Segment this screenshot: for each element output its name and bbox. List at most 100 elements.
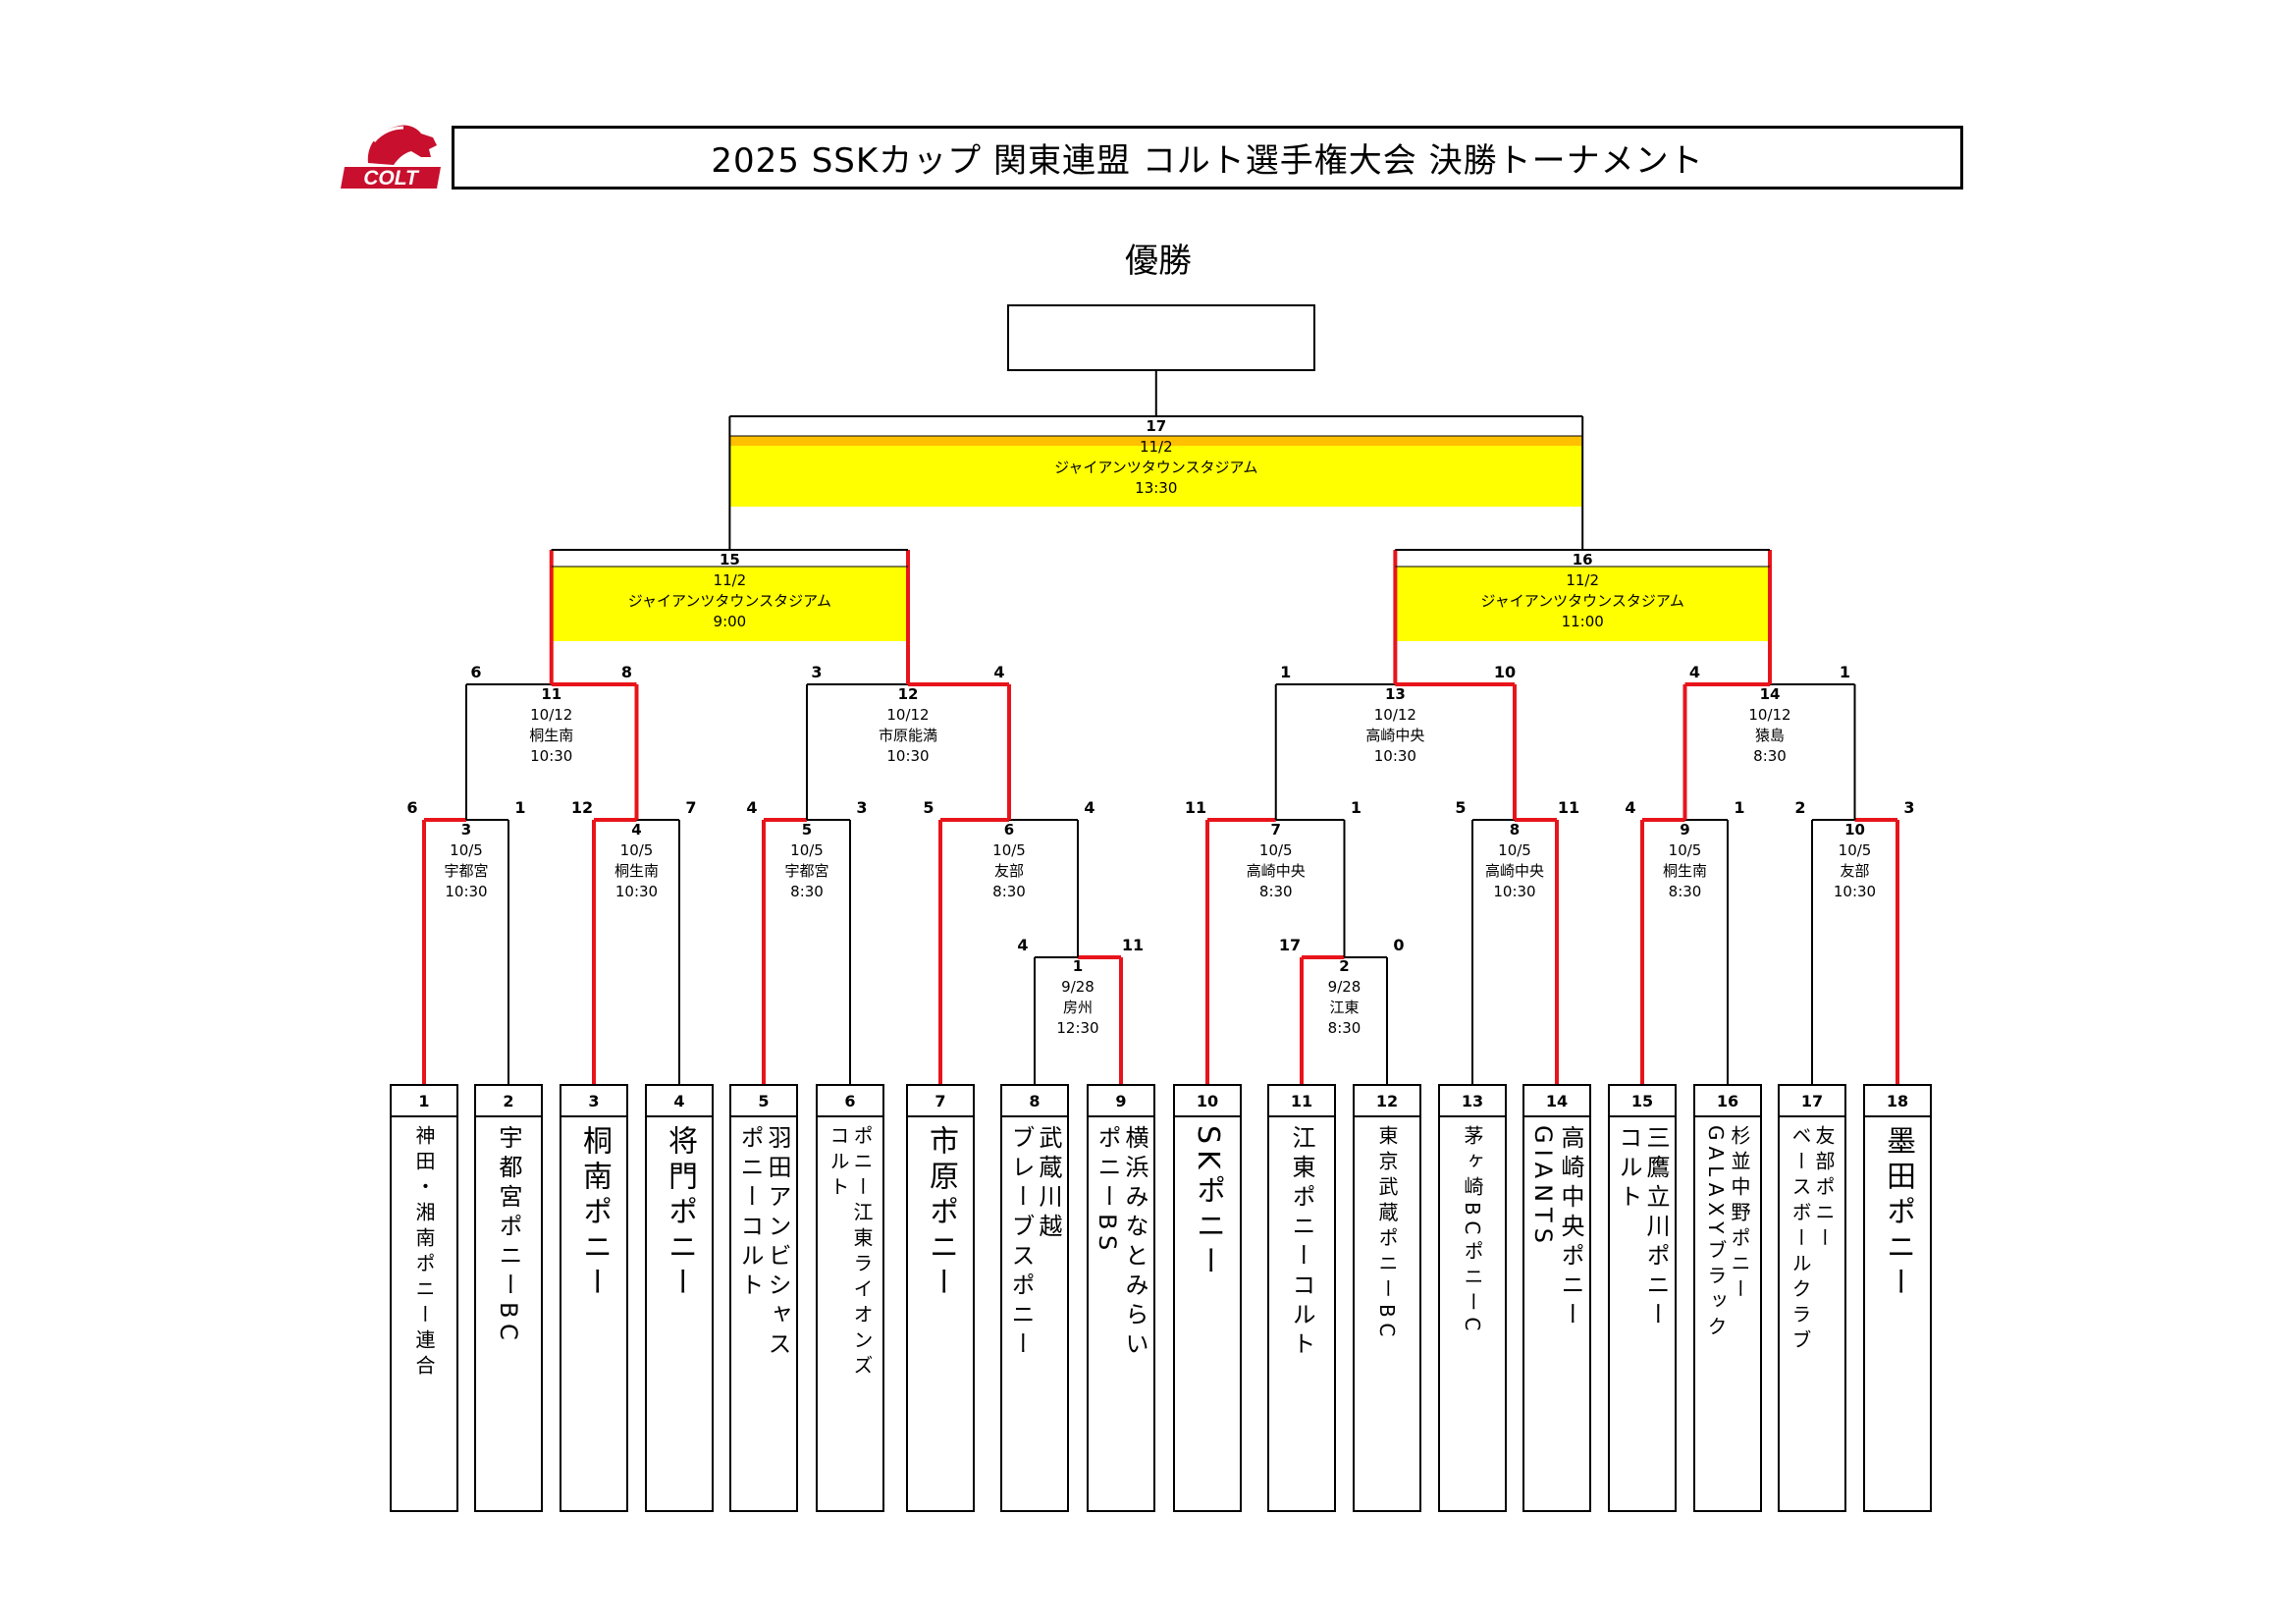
team-name-line: 東京武蔵ポニーBC xyxy=(1375,1125,1399,1343)
game-number: 8 xyxy=(1509,821,1521,839)
team-name: 墨田ポニー xyxy=(1865,1117,1930,1302)
venue-top-band xyxy=(729,436,1583,446)
venue-band xyxy=(729,446,1583,507)
game-time: 8:30 xyxy=(1327,1019,1362,1037)
team-number: 11 xyxy=(1269,1086,1334,1117)
game-time: 12:30 xyxy=(1056,1019,1099,1037)
team-name-line: 友部ポニー xyxy=(1812,1125,1836,1253)
team-number: 3 xyxy=(561,1086,626,1117)
score-left: 5 xyxy=(923,798,934,817)
team-name-line: コルト xyxy=(827,1125,850,1202)
game-time: 8:30 xyxy=(1668,883,1702,900)
team-name-line: 江東ポニーコルト xyxy=(1288,1125,1315,1361)
team-name-line: 茅ヶ崎BCポニーC xyxy=(1461,1125,1484,1337)
game-date: 9/28 xyxy=(1061,978,1095,996)
game-date: 11/2 xyxy=(713,571,747,589)
game-number: 11 xyxy=(541,685,562,703)
score-left: 6 xyxy=(470,663,482,681)
game-date: 9/28 xyxy=(1327,978,1362,996)
score-left: 3 xyxy=(811,663,823,681)
horse-head-icon xyxy=(367,125,437,165)
team-name-line: 武蔵川越 xyxy=(1035,1125,1062,1243)
game-number: 6 xyxy=(1003,821,1015,839)
score-left: 4 xyxy=(1017,936,1029,954)
score-left: 17 xyxy=(1278,936,1302,954)
game-venue: 市原能満 xyxy=(878,727,937,744)
champion-label: 優勝 xyxy=(1125,242,1192,281)
game-time: 8:30 xyxy=(1258,883,1293,900)
venue-band xyxy=(1395,567,1770,641)
game-time: 9:00 xyxy=(713,613,747,630)
score-left: 4 xyxy=(1688,663,1701,681)
game-number: 2 xyxy=(1339,957,1350,975)
game-venue: 桐生南 xyxy=(1662,862,1707,880)
game-time: 10:30 xyxy=(1833,883,1877,900)
team-number: 13 xyxy=(1440,1086,1505,1117)
score-right: 3 xyxy=(1903,798,1915,817)
team-name-line: 高崎中央ポニー xyxy=(1557,1125,1584,1331)
team-name: 羽田アンビシャスポニーコルト xyxy=(731,1117,796,1361)
score-right: 4 xyxy=(1084,798,1095,817)
team-number: 1 xyxy=(392,1086,456,1117)
game-time: 11:00 xyxy=(1561,613,1604,630)
team-name: 横浜みなとみらいポニーBS xyxy=(1089,1117,1153,1361)
game-venue: 桐生南 xyxy=(614,862,659,880)
score-left: 1 xyxy=(1280,663,1292,681)
game-venue: ジャイアンツタウンスタジアム xyxy=(1480,592,1684,610)
game-number: 3 xyxy=(460,821,472,839)
game-date: 10/5 xyxy=(619,841,654,859)
team-box: 13 茅ヶ崎BCポニーC xyxy=(1438,1084,1507,1512)
team-box: 11 江東ポニーコルト xyxy=(1267,1084,1336,1512)
team-number: 7 xyxy=(908,1086,973,1117)
team-number: 14 xyxy=(1524,1086,1589,1117)
score-left: 11 xyxy=(1184,798,1207,817)
team-name: 友部ポニーベースボールクラブ xyxy=(1780,1117,1844,1355)
game-time: 8:30 xyxy=(1753,747,1787,765)
team-number: 6 xyxy=(818,1086,882,1117)
score-right: 1 xyxy=(1734,798,1745,817)
team-name-line: 三鷹立川ポニー xyxy=(1642,1125,1670,1331)
score-left: 2 xyxy=(1794,798,1806,817)
score-right: 10 xyxy=(1493,663,1517,681)
game-venue: 宇都宮 xyxy=(784,862,829,880)
team-name: 三鷹立川ポニーコルト xyxy=(1610,1117,1675,1331)
venue-band xyxy=(551,567,908,641)
game-venue: 房州 xyxy=(1062,999,1093,1016)
game-venue: 江東 xyxy=(1329,999,1360,1016)
team-name-line: 横浜みなとみらい xyxy=(1121,1125,1148,1361)
game-time: 13:30 xyxy=(1135,479,1178,497)
game-info: 2 9/28 江東 8:30 xyxy=(1237,956,1453,1039)
team-name-line: GIANTS xyxy=(1529,1125,1557,1249)
champion-box xyxy=(1007,304,1315,371)
game-time: 10:30 xyxy=(614,883,659,900)
team-name: 宇都宮ポニーBC xyxy=(476,1117,541,1346)
team-number: 8 xyxy=(1002,1086,1067,1117)
team-name: 将門ポニー xyxy=(647,1117,712,1302)
game-number: 15 xyxy=(719,551,740,568)
game-number: 17 xyxy=(1146,417,1167,435)
game-number: 7 xyxy=(1270,821,1281,839)
game-number: 9 xyxy=(1680,821,1690,839)
game-time: 8:30 xyxy=(790,883,824,900)
team-name-line: GALAXYブラック xyxy=(1704,1125,1728,1342)
game-venue: 高崎中央 xyxy=(1365,727,1425,744)
team-name-line: ベースボールクラブ xyxy=(1789,1125,1812,1355)
team-name-line: 宇都宮ポニーBC xyxy=(495,1125,522,1346)
